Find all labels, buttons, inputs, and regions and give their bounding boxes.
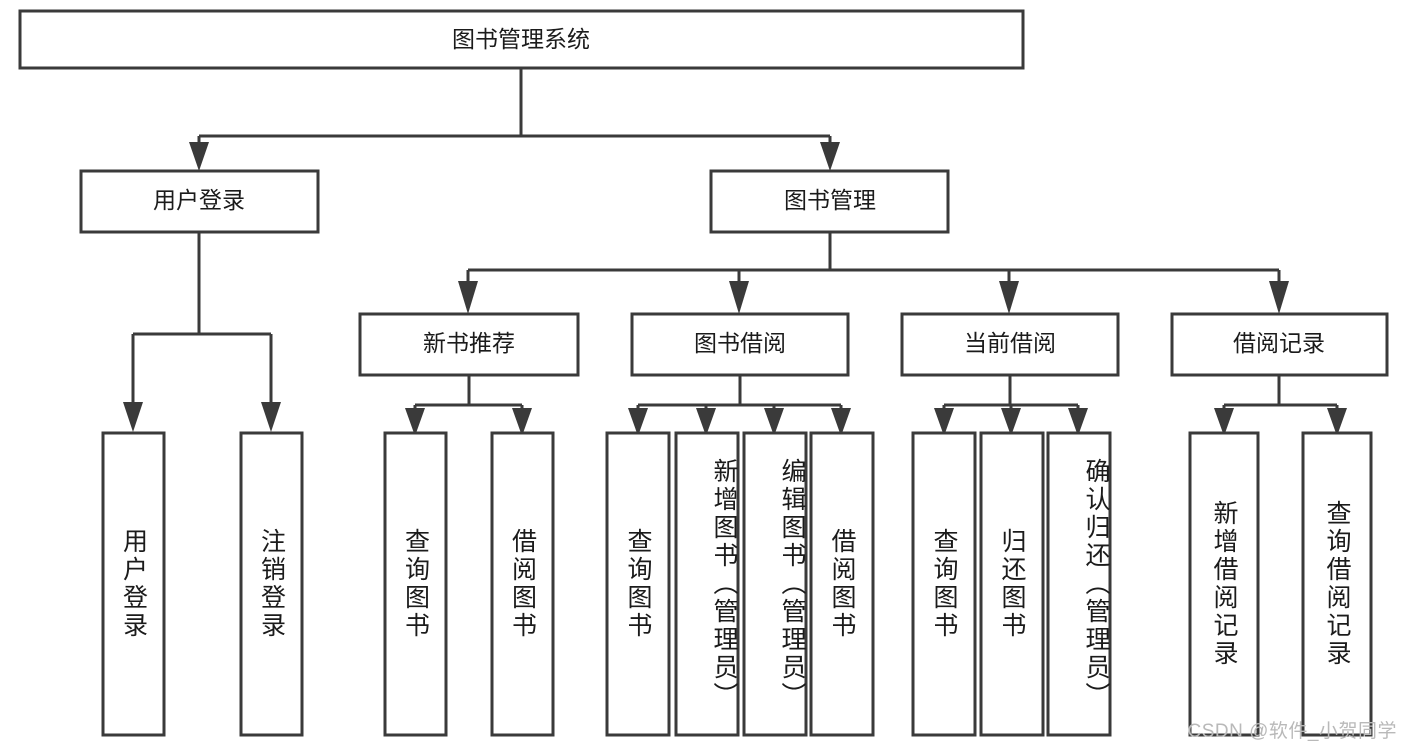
- leaf-borrow-record-0-box[interactable]: [1188, 431, 1260, 737]
- node-current-borrow-label: 当前借阅: [964, 330, 1056, 356]
- node-root-label: 图书管理系统: [452, 26, 590, 52]
- leaf-current-borrow-1-box[interactable]: [979, 431, 1045, 737]
- node-new-book-label: 新书推荐: [423, 330, 515, 356]
- node-book-borrow-label: 图书借阅: [694, 330, 786, 356]
- arrow-head-to-book-borrow: [729, 281, 749, 314]
- node-book-manage-box[interactable]: [709, 169, 950, 234]
- leaf-book-borrow-0-box[interactable]: [605, 431, 671, 737]
- node-new-book-box[interactable]: [358, 312, 580, 377]
- arrow-head-book-borrow-leaf-3: [831, 408, 851, 436]
- node-borrow-record-box[interactable]: [1170, 312, 1389, 377]
- node-user-login-label: 用户登录: [153, 187, 245, 213]
- arrow-head-borrow-record-leaf-1: [1327, 408, 1347, 436]
- arrow-head-new-book-leaf-1: [512, 408, 532, 436]
- leaf-user-login-1-box[interactable]: [239, 431, 304, 737]
- csdn-watermark: CSDN @软件_小贺同学: [1187, 721, 1397, 742]
- node-root-box[interactable]: [18, 9, 1025, 70]
- node-borrow-record-label: 借阅记录: [1233, 330, 1325, 356]
- leaf-user-login-0-box[interactable]: [101, 431, 166, 737]
- arrow-head-user-login-leaf-0: [123, 402, 143, 432]
- node-current-borrow-box[interactable]: [900, 312, 1120, 377]
- node-book-manage-label: 图书管理: [784, 187, 876, 213]
- arrow-head-current-borrow-leaf-0: [934, 408, 954, 436]
- arrow-head-to-current-borrow: [999, 281, 1019, 314]
- leaf-book-borrow-3-box[interactable]: [809, 431, 875, 737]
- arrow-head-new-book-leaf-0: [405, 408, 425, 436]
- arrow-head-to-user-login: [189, 142, 209, 171]
- arrow-head-user-login-leaf-1: [261, 402, 281, 432]
- leaf-current-borrow-2-box[interactable]: [1046, 431, 1112, 737]
- arrow-head-to-book-manage: [820, 142, 840, 171]
- arrow-head-to-new-book: [458, 281, 478, 314]
- arrow-head-book-borrow-leaf-2: [764, 408, 784, 436]
- leaf-new-book-0-box[interactable]: [383, 431, 448, 737]
- arrow-head-current-borrow-leaf-2: [1068, 408, 1088, 436]
- arrow-head-book-borrow-leaf-0: [628, 408, 648, 436]
- arrow-head-current-borrow-leaf-1: [1001, 408, 1021, 436]
- arrow-head-to-borrow-record: [1269, 281, 1289, 314]
- leaf-current-borrow-0-box[interactable]: [911, 431, 977, 737]
- leaf-book-borrow-1-box[interactable]: [674, 431, 740, 737]
- arrow-head-book-borrow-leaf-1: [696, 408, 716, 436]
- leaf-book-borrow-2-box[interactable]: [742, 431, 808, 737]
- leaf-borrow-record-1-box[interactable]: [1301, 431, 1373, 737]
- leaf-new-book-1-box[interactable]: [490, 431, 555, 737]
- node-book-borrow-box[interactable]: [630, 312, 850, 377]
- arrow-head-borrow-record-leaf-0: [1214, 408, 1234, 436]
